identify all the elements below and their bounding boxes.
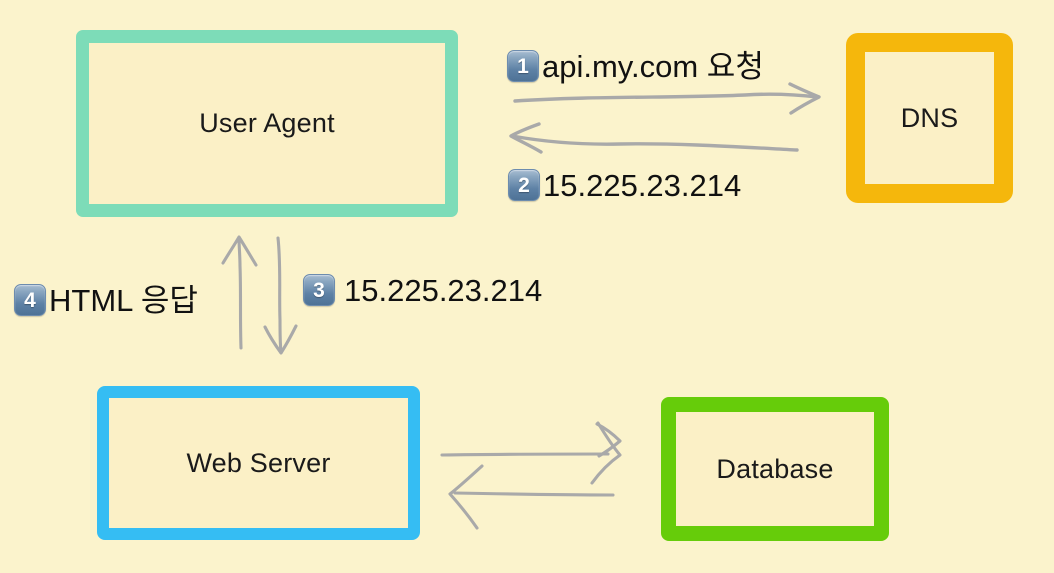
node-dns[interactable]: DNS bbox=[846, 33, 1013, 203]
node-web-server[interactable]: Web Server bbox=[97, 386, 420, 540]
arrow-webserver-to-useragent bbox=[221, 235, 258, 350]
arrow-dns-to-useragent bbox=[509, 122, 799, 154]
step-3-label: 15.225.23.214 bbox=[344, 272, 543, 308]
step-1[interactable]: 1 api.my.com 요청 bbox=[507, 50, 764, 82]
arrow-useragent-to-webserver bbox=[263, 236, 298, 355]
step-4[interactable]: 4 HTML 응답 bbox=[14, 284, 198, 316]
step-3[interactable]: 3 15.225.23.214 bbox=[303, 274, 542, 306]
node-dns-label: DNS bbox=[900, 102, 959, 133]
node-user-agent[interactable]: User Agent bbox=[76, 30, 458, 217]
step-2-label: 15.225.23.214 bbox=[543, 167, 742, 203]
step-2[interactable]: 2 15.225.23.214 bbox=[508, 169, 741, 201]
step-2-badge: 2 bbox=[508, 169, 540, 201]
arrow-webserver-to-database bbox=[440, 421, 622, 485]
step-4-badge: 4 bbox=[14, 284, 46, 316]
step-3-badge: 3 bbox=[303, 274, 335, 306]
step-4-label: HTML 응답 bbox=[49, 282, 198, 318]
step-1-badge: 1 bbox=[507, 50, 539, 82]
arrow-useragent-to-dns bbox=[513, 82, 821, 115]
node-user-agent-label: User Agent bbox=[199, 108, 335, 138]
node-database-label: Database bbox=[716, 453, 834, 484]
node-web-server-label: Web Server bbox=[186, 447, 331, 478]
step-1-label: api.my.com 요청 bbox=[542, 48, 764, 84]
node-database[interactable]: Database bbox=[661, 397, 889, 541]
arrow-database-to-webserver bbox=[448, 464, 615, 530]
